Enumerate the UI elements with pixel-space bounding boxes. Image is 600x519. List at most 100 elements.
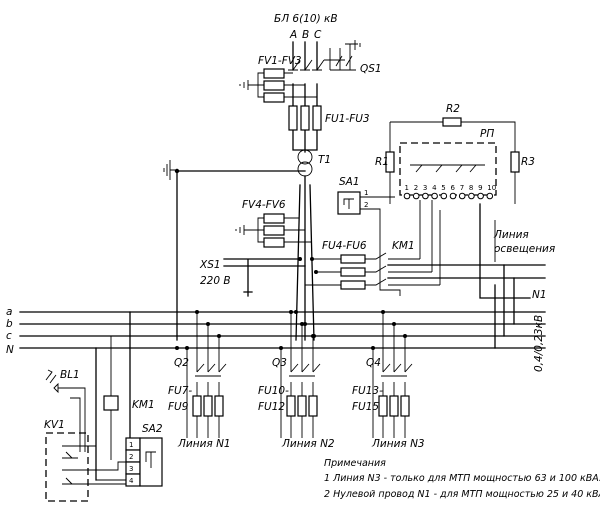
fuse-hv-label: FU1-FU3 <box>325 113 370 125</box>
breaker-pole <box>301 324 310 396</box>
lv-bus <box>19 264 546 349</box>
relay-terminal-number: 2 <box>414 184 418 192</box>
relay-terminal-number: 1 <box>405 184 409 192</box>
sa1-terminal-1: 1 <box>364 189 368 197</box>
relay-terminal <box>403 192 411 200</box>
socket-voltage: 220 В <box>200 275 231 287</box>
switch-sa2-label: SA2 <box>142 423 163 435</box>
sa2-terminal-3: 3 <box>129 465 133 473</box>
hv-conductors <box>292 41 318 153</box>
arrester-fv4-fv6 <box>235 213 312 248</box>
line-3-label: Линия N3 <box>371 438 425 450</box>
breaker-pole <box>312 336 321 396</box>
feeder-fuse <box>389 395 399 417</box>
resistor-r3-label: R3 <box>521 156 535 168</box>
sa2-terminal-4: 4 <box>129 477 134 485</box>
breaker-pole <box>290 312 299 396</box>
arrester-fv1-fv3 <box>239 68 317 103</box>
outgoing-feeders <box>185 310 413 438</box>
feeder-fuse <box>214 395 224 417</box>
breaker-q2-label: Q2 <box>174 357 189 369</box>
bus-label-b: b <box>6 318 13 330</box>
n1-label: N1 <box>532 289 547 301</box>
sa1-terminal-2: 2 <box>364 201 368 209</box>
breaker-q4-label: Q4 <box>366 357 381 369</box>
coil-km1-label: KM1 <box>132 399 155 411</box>
bus-label-c: c <box>6 330 12 342</box>
arrester-lv-label: FV4-FV6 <box>242 199 286 211</box>
contactor-km1-contacts <box>365 200 441 286</box>
neutral-n1 <box>479 203 531 299</box>
lighting-line-label-1: Линия <box>493 229 529 241</box>
relay-rp <box>385 117 520 204</box>
neutral-ground <box>163 160 306 341</box>
bus-label-a: a <box>6 306 12 318</box>
line-1-label: Линия N1 <box>177 438 231 450</box>
relay-terminal <box>458 192 466 200</box>
relay-terminal <box>412 192 420 200</box>
arrester-hv-label: FV1-FV3 <box>258 55 302 67</box>
switch-sa1-label: SA1 <box>339 176 360 188</box>
bus-taps <box>175 310 316 350</box>
fuses-fu1-fu3 <box>288 105 322 131</box>
relay-terminal <box>431 192 438 200</box>
photo-relay-label: KV1 <box>44 419 65 431</box>
relay-terminal <box>486 192 494 200</box>
socket-label: XS1 <box>199 259 221 271</box>
feeder-fuse <box>297 395 307 417</box>
relay-terminal-number: 3 <box>423 184 427 192</box>
photo-sensor-label: BL1 <box>60 369 80 381</box>
relay-terminal-number: 4 <box>432 184 437 192</box>
phase-label-b: B <box>302 29 309 41</box>
relay-terminal-number: 10 <box>487 184 496 192</box>
resistor-r2-label: R2 <box>446 103 460 115</box>
feeder-fuse <box>192 395 202 417</box>
breaker-q3-label: Q3 <box>272 357 287 369</box>
fuse-lighting-label: FU4-FU6 <box>322 240 367 252</box>
sa2-terminal-1: 1 <box>129 441 133 449</box>
breaker-pole <box>404 336 413 396</box>
notes-title: Примечания <box>324 458 386 469</box>
feeder-fuse <box>203 395 213 417</box>
bus-label-n: N <box>6 344 14 356</box>
breaker-pole <box>218 336 227 396</box>
fuses-fu4-fu6 <box>305 254 366 290</box>
lighting-line <box>387 220 546 279</box>
note-2: 2 Нулевой провод N1 - для МТП мощностью … <box>324 489 600 500</box>
relay-terminal <box>449 192 457 200</box>
feeder-fuse <box>308 395 318 417</box>
relay-terminal-number: 6 <box>451 184 456 192</box>
breaker-pole <box>207 324 216 396</box>
feeder-fuse <box>286 395 296 417</box>
note-1: 1 Линия N3 - только для МТП мощностью 63… <box>324 473 600 484</box>
relay-terminal <box>468 192 475 200</box>
socket-xs1 <box>223 257 306 297</box>
relay-terminal <box>422 192 429 200</box>
lighting-line-label-2: освещения <box>494 243 555 255</box>
breaker-pole <box>382 312 391 396</box>
relay-terminal-number: 5 <box>441 184 445 192</box>
switch-sa1 <box>337 191 401 296</box>
breaker-pole <box>393 324 402 396</box>
fuses-line1-label-a: FU7- <box>168 385 192 397</box>
line-2-label: Линия N2 <box>281 438 335 450</box>
contactor-label: KM1 <box>392 240 415 252</box>
feeder-fuse <box>400 395 410 417</box>
relay-terminal <box>440 192 448 200</box>
relay-terminal-number: 7 <box>460 184 464 192</box>
supply-label: БЛ 6(10) кВ <box>274 13 338 25</box>
feeder-fuse <box>378 395 388 417</box>
bus-voltage-label: 0,4/0,23кВ <box>533 315 545 372</box>
photo-relay-circuit <box>45 311 163 502</box>
relay-label: РП <box>480 128 494 140</box>
disconnector-label: QS1 <box>360 63 382 75</box>
sa2-terminal-2: 2 <box>129 453 133 461</box>
phase-label-c: C <box>314 29 322 41</box>
transformer-label: T1 <box>318 154 331 166</box>
fuses-line3-label-a: FU13- <box>352 385 383 397</box>
relay-terminal <box>477 192 484 200</box>
fuses-line2-label-a: FU10- <box>258 385 289 397</box>
breaker-pole <box>196 312 205 396</box>
